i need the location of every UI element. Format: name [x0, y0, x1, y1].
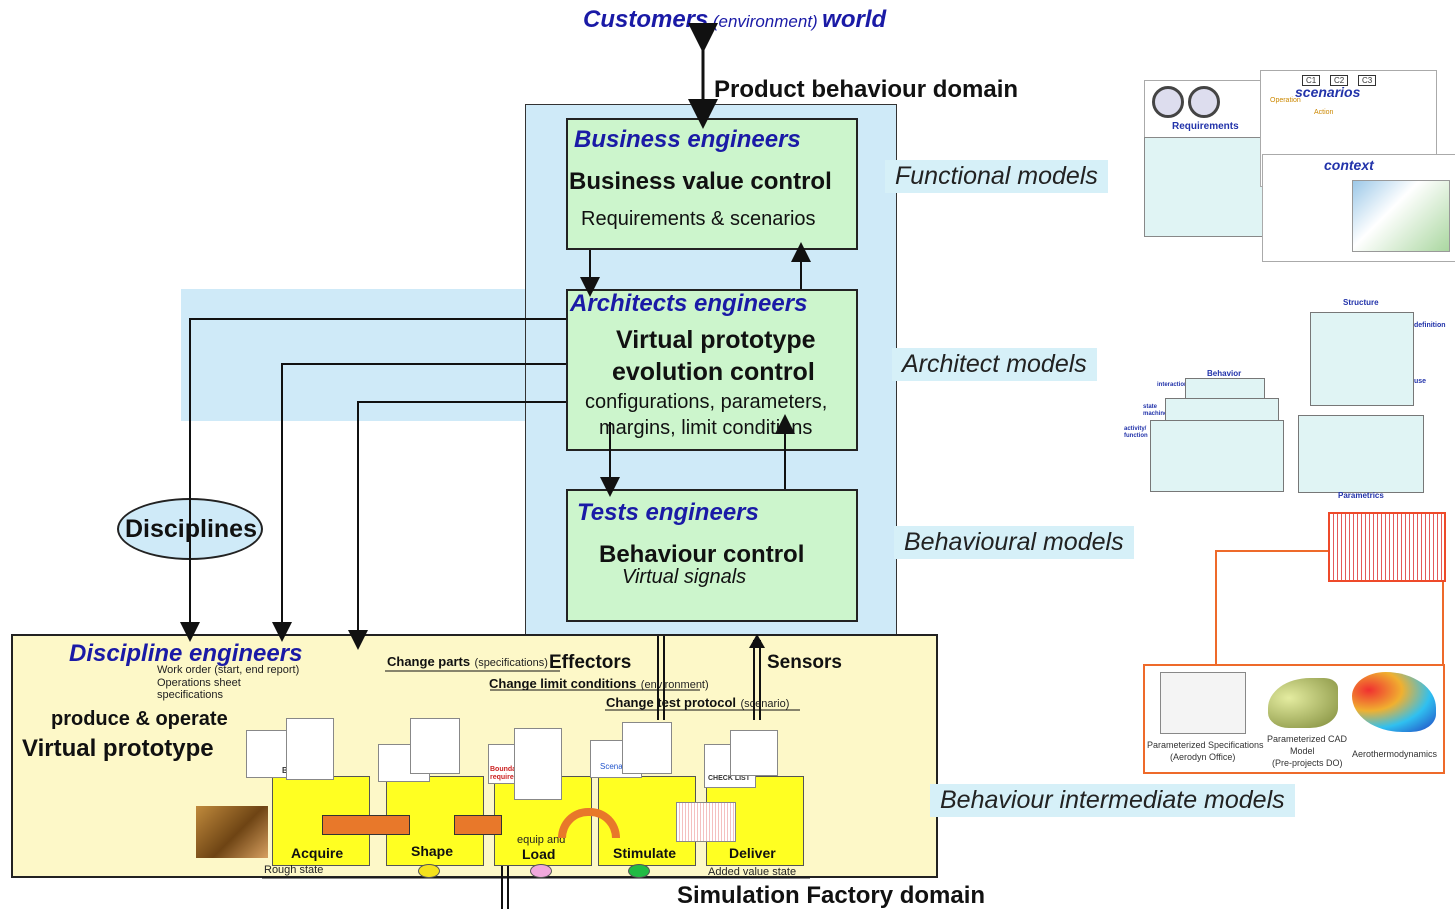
behavioural-models-label: Behavioural models: [894, 526, 1134, 559]
behaviour-intermediate-models-label: Behaviour intermediate models: [930, 784, 1295, 817]
stage-load-label: Load: [522, 846, 556, 862]
ops-doc-6: [730, 730, 778, 776]
architects-box: [566, 289, 858, 451]
param-spec-label: Parameterized Specifications: [1147, 740, 1264, 750]
business-subtitle: Requirements & scenarios: [581, 208, 816, 230]
stage-acquire-label: Acquire: [291, 845, 344, 861]
definition-label: definition: [1414, 322, 1446, 329]
architects-sub-2: margins, limit conditions: [599, 417, 813, 439]
stage-stimulate-label: Stimulate: [613, 845, 677, 861]
signal-doc: [676, 802, 736, 842]
param-cad-label: Parameterized CAD: [1267, 734, 1348, 744]
effectors-label: Effectors: [549, 652, 632, 673]
change-limit-label: Change limit conditions: [489, 676, 637, 691]
architects-title-1: Virtual prototype: [616, 326, 816, 354]
change-parts-label: Change parts: [387, 654, 471, 669]
architects-sub-1: configurations, parameters,: [585, 391, 828, 413]
boundary-label: Boundary requirements: [490, 766, 535, 781]
work-order-label: Work order (start, end report): [157, 664, 300, 676]
load-arch: [558, 808, 620, 838]
structure-thumb-label: Structure: [1343, 298, 1379, 307]
c3-label: C3: [1358, 75, 1377, 86]
scenarios-thumb-label: scenarios: [1295, 84, 1361, 100]
requirements-thumb-label: Requirements: [1172, 121, 1239, 132]
operations-sheet-label: Operations sheet: [157, 677, 241, 689]
requirements-diagram: [1144, 137, 1270, 237]
param-cad-model-label: Model: [1290, 746, 1315, 756]
business-title: Business value control: [569, 168, 832, 195]
change-test-label: Change test protocol: [606, 695, 737, 710]
stage-shape-label: Shape: [411, 843, 454, 859]
parametrics-thumb-label: Parametrics: [1338, 491, 1384, 500]
param-cad-sub-label: (Pre-projects DO): [1272, 758, 1343, 768]
structure-diagram: [1310, 312, 1414, 406]
tests-box: [566, 489, 858, 622]
architects-title-2: evolution control: [612, 358, 815, 386]
checklist-label: CHECK LIST: [708, 775, 750, 782]
ops-doc-4: [514, 728, 562, 800]
context-thumb-label: context: [1324, 157, 1374, 173]
architect-models-label: Architect models: [892, 348, 1097, 381]
change-test-note: (scenario): [740, 698, 790, 710]
activity-function-label: activity/ function: [1124, 426, 1148, 439]
world-label: world: [822, 6, 887, 33]
gauge-icon-1: [1152, 86, 1184, 118]
aero-label: Aerothermodynamics: [1352, 749, 1438, 759]
change-parts-note: (specifications): [474, 657, 548, 669]
ops-doc-1: [286, 718, 334, 780]
stage-deliver-label: Deliver: [729, 845, 776, 861]
tests-title: Behaviour control: [599, 541, 805, 568]
disciplines-label: Disciplines: [125, 515, 257, 543]
environment-label: (environment): [712, 12, 818, 31]
product-domain-label: Product behaviour domain: [714, 76, 1019, 103]
tests-subtitle: Virtual signals: [622, 566, 747, 588]
equip-and-label: equip and: [517, 834, 566, 846]
rough-state-label: Rough state: [264, 864, 324, 876]
specifications-label: specifications: [157, 689, 224, 701]
virtual-prototype-label: Virtual prototype: [22, 735, 214, 762]
discipline-engineers-label: Discipline engineers: [69, 640, 303, 667]
interaction-label: interaction: [1157, 382, 1188, 388]
beam-2: [454, 815, 502, 835]
ops-doc-3: [410, 718, 460, 774]
behavior-thumb-label: Behavior: [1207, 369, 1242, 378]
architect-band: [181, 289, 525, 421]
c2-label: C2: [1330, 75, 1349, 86]
gauge-icon-2: [1188, 86, 1220, 118]
change-parts: Change parts (specifications): [387, 653, 548, 671]
sensors-label: Sensors: [767, 652, 842, 673]
scenario-label: Scenario: [600, 762, 632, 771]
behavior-diagram-3: [1150, 420, 1284, 492]
functional-models-label: Functional models: [885, 160, 1108, 193]
customers-title: Customers (environment) world: [583, 6, 886, 34]
business-box: [566, 118, 858, 250]
added-value-label: Added value state: [708, 866, 797, 878]
change-limit-note: (environment): [640, 679, 709, 691]
operation-label: Operation: [1270, 97, 1301, 104]
simulation-factory-domain-label: Simulation Factory domain: [677, 882, 986, 909]
context-map: [1352, 180, 1450, 252]
ops-doc-5: [622, 722, 672, 774]
raw-material-image: [196, 806, 268, 858]
use-label: use: [1414, 378, 1427, 385]
business-role: Business engineers: [574, 126, 801, 153]
shape-dot: [418, 864, 440, 878]
stimulate-dot: [628, 864, 650, 878]
c1-label: C1: [1302, 75, 1321, 86]
tests-role: Tests engineers: [577, 499, 759, 526]
change-limit: Change limit conditions (environment): [489, 675, 709, 693]
load-dot: [530, 864, 552, 878]
beam-1: [322, 815, 410, 835]
action-label: Action: [1314, 109, 1334, 116]
parametrics-diagram: [1298, 415, 1424, 493]
architects-role: Architects engineers: [570, 290, 808, 317]
param-spec-sub-label: (Aerodyn Office): [1170, 752, 1236, 762]
spec-image: [1160, 672, 1246, 734]
state-machine-label: state machine: [1143, 404, 1168, 417]
change-test: Change test protocol (scenario): [606, 694, 789, 712]
produce-label: produce & operate: [51, 708, 228, 730]
cad-nose-shape: [1268, 678, 1338, 728]
customers-label: Customers: [583, 6, 709, 33]
signal-plot: [1328, 512, 1446, 582]
